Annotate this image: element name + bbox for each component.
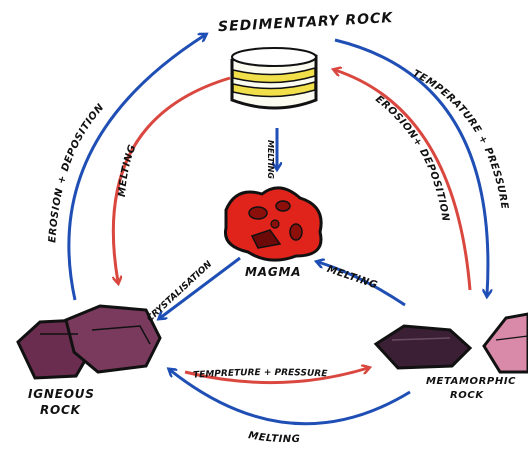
- label-metamorphic-line1: METAMORPHIC: [426, 376, 516, 387]
- text-crystallisation: CRYSTALISATION: [145, 259, 214, 324]
- arrow-erosion-deposition-left: [69, 35, 205, 300]
- label-sedimentary-rock: SEDIMENTARY ROCK: [218, 10, 394, 35]
- text-erosion-deposition-left: EROSION + DEPOSITION: [47, 102, 106, 243]
- label-igneous-line2: ROCK: [40, 403, 82, 417]
- label-erosion-deposition-right: EROSION+ DEPOSITION: [373, 94, 451, 223]
- text-melting-left: MELTING: [117, 143, 139, 197]
- label-melting-meta-to-magma: MELTING: [325, 264, 379, 291]
- text-melting-meta-to-magma: MELTING: [325, 264, 379, 291]
- label-temperature-pressure-bottom: TEMPRETURE + PRESSURE: [193, 368, 329, 381]
- igneous-rock-icon: [18, 306, 160, 378]
- label-melting-left: MELTING: [117, 143, 139, 197]
- label-melting-center: MELTING: [266, 140, 275, 179]
- label-crystallisation: CRYSTALISATION: [145, 259, 214, 324]
- label-melting-bottom: MELTING: [247, 430, 300, 445]
- arrow-melting-left: [113, 78, 230, 282]
- label-metamorphic-line2: ROCK: [450, 390, 484, 401]
- label-erosion-deposition-left: EROSION + DEPOSITION: [47, 102, 106, 243]
- sedimentary-rock-icon: [232, 48, 316, 108]
- magma-icon: [225, 188, 321, 260]
- label-igneous-line1: IGNEOUS: [28, 387, 95, 401]
- label-magma: MAGMA: [245, 265, 301, 279]
- text-temperature-pressure-bottom: TEMPRETURE + PRESSURE: [193, 368, 329, 381]
- text-melting-bottom: MELTING: [247, 430, 300, 445]
- text-melting-center: MELTING: [266, 140, 275, 179]
- metamorphic-rock-icon: [376, 314, 528, 372]
- text-erosion-deposition-right: EROSION+ DEPOSITION: [373, 94, 451, 223]
